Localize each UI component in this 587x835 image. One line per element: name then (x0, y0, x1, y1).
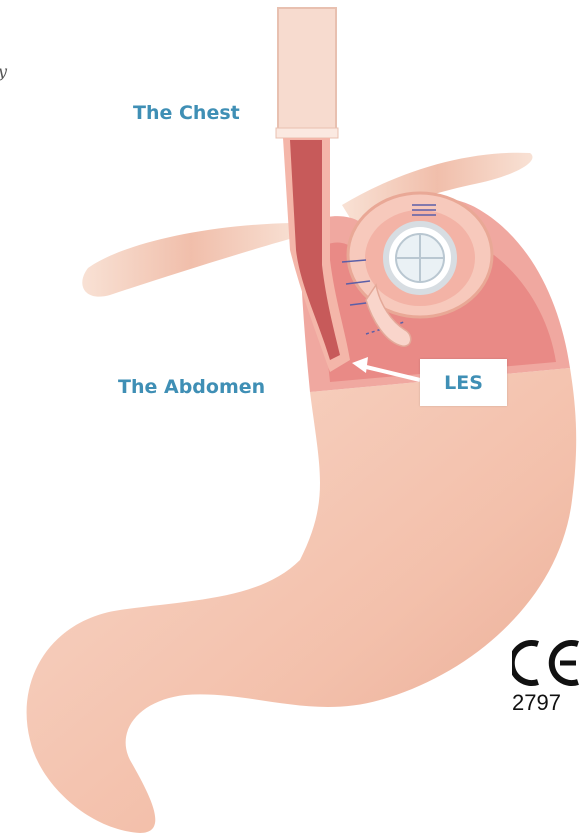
les-callout: LES (420, 359, 507, 406)
esophagus-upper (278, 8, 336, 134)
certification-number: 2797 (512, 690, 561, 716)
abdomen-label: The Abdomen (118, 376, 265, 398)
esophagus-cut-edge (276, 128, 338, 138)
stray-glyph: y (0, 62, 7, 81)
ce-mark-icon (512, 638, 587, 688)
stomach-body (27, 368, 577, 833)
chest-label: The Chest (133, 102, 240, 124)
diaphragm-left (82, 223, 300, 297)
les-label: LES (444, 372, 483, 394)
